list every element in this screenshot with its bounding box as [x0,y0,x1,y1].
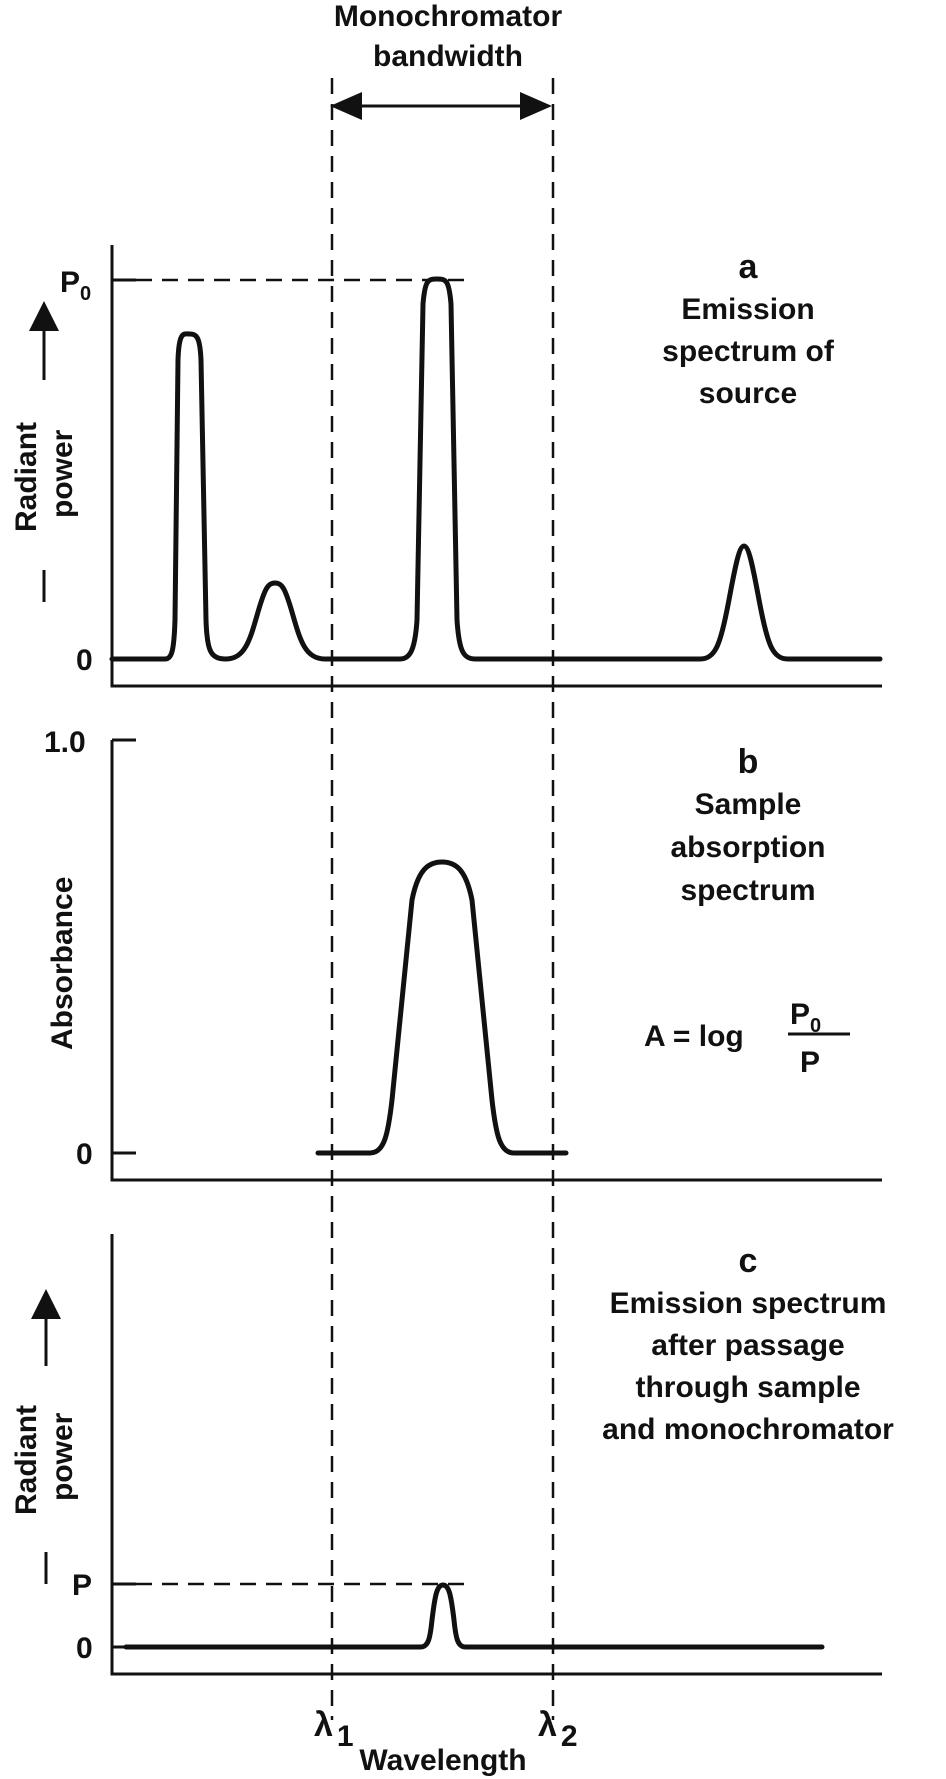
panel-c-title-line1: Emission spectrum [610,1287,887,1320]
panel-b-letter: b [738,743,759,781]
panel-c-tick-p-label: P [72,1569,92,1602]
panel-a-letter: a [739,248,759,286]
panel-c-title-line4: and monochromator [602,1413,894,1446]
bandwidth-header: Monochromator bandwidth [330,0,562,120]
panel-a-title-line2: spectrum of [662,335,835,368]
panel-a-emission-curve [109,276,883,662]
equation-lhs: A = log [644,1020,744,1053]
panel-a: P0 0 Radiant power a Emission spectrum o… [10,245,883,688]
panel-b-title-line1: Sample [695,788,802,821]
panel-a-ylabel-line1: Radiant [10,422,43,532]
panel-a-axes [110,245,882,688]
equation-numerator: P0 [790,998,821,1037]
absorbance-equation: A = log P0 P [644,998,850,1079]
panel-c-transmitted-curve [123,1582,825,1650]
panel-b-axes [110,740,882,1182]
equation-denominator: P [800,1046,820,1079]
header-line2: bandwidth [373,40,523,73]
panel-c-axes [110,1234,882,1676]
panel-a-ylabel: Radiant power [10,301,79,602]
panel-c-letter: c [739,1242,758,1280]
panel-b-title-line2: absorption [671,831,826,864]
panel-c-title-line2: after passage [651,1329,844,1362]
panel-a-title-line1: Emission [681,293,814,326]
panel-a-tick-p0-label: P0 [60,266,91,305]
bandwidth-double-arrow [330,92,552,120]
panel-c-title-line3: through sample [635,1371,860,1404]
panel-c: P 0 Radiant power c Emission spectrum af… [10,1234,894,1676]
panel-b-absorption-curve [315,859,569,1156]
panel-a-tick-zero-label: 0 [76,644,93,677]
x-axis-title: Wavelength [359,1744,526,1777]
panel-b: 1.0 0 Absorbance b Sample absorption spe… [44,726,882,1182]
panel-a-ylabel-line2: power [46,429,79,518]
header-line1: Monochromator [334,0,563,33]
panel-b-ylabel: Absorbance [46,877,79,1050]
panel-c-ylabel: Radiant power [10,1289,79,1584]
panel-b-tick-top-label: 1.0 [44,726,86,759]
panel-c-tick-zero-label: 0 [76,1632,93,1665]
panel-b-tick-zero-label: 0 [76,1138,93,1171]
panel-a-title-line3: source [699,377,797,410]
panel-c-ylabel-line2: power [46,1412,79,1501]
panel-c-ylabel-line1: Radiant [10,1405,43,1515]
panel-b-title-line3: spectrum [680,874,815,907]
